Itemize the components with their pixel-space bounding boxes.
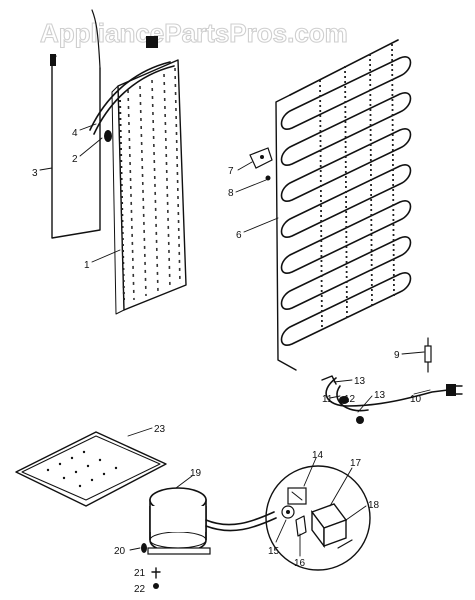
power-cord-part-10 xyxy=(325,377,463,412)
callout-13a: 13 xyxy=(354,376,366,387)
cover-part-16 xyxy=(295,515,307,537)
callout-12: 12 xyxy=(344,394,356,405)
clip-part-13 xyxy=(321,375,337,385)
callout-22: 22 xyxy=(134,584,146,595)
watermark-logo: AppliancePartsPros.com xyxy=(40,18,348,48)
callout-3: 3 xyxy=(32,168,38,179)
drain-tube-part-2 xyxy=(89,61,175,142)
nut-part-22 xyxy=(153,583,159,589)
drain-pan-part-23 xyxy=(15,431,167,507)
callout-9: 9 xyxy=(394,350,400,361)
bracket-part-18 xyxy=(337,539,353,549)
capacitor-part-17 xyxy=(310,503,348,549)
callout-labels: 1 2 3 4 7 8 6 9 10 13 11 12 13 14 17 18 … xyxy=(32,128,422,595)
leader-lines xyxy=(39,123,431,557)
relay-part-14 xyxy=(287,487,307,505)
callout-10: 10 xyxy=(410,394,422,405)
callout-17: 17 xyxy=(350,458,362,469)
grommet-part-12 xyxy=(339,396,349,404)
callout-23: 23 xyxy=(154,424,166,435)
stud-part-21 xyxy=(151,567,161,579)
callout-16: 16 xyxy=(294,558,306,569)
overload-part-15 xyxy=(281,505,295,519)
condenser-coil-part-6 xyxy=(275,39,412,371)
washer-part-11 xyxy=(356,416,364,424)
callout-8: 8 xyxy=(228,188,234,199)
callout-20: 20 xyxy=(114,546,126,557)
callout-19: 19 xyxy=(190,468,202,479)
callout-18: 18 xyxy=(368,500,380,511)
callout-15: 15 xyxy=(268,546,280,557)
grommet-part-20 xyxy=(141,543,147,553)
callout-6: 6 xyxy=(236,230,242,241)
electrical-components-inset xyxy=(265,465,371,571)
callout-4: 4 xyxy=(72,128,78,139)
callout-7: 7 xyxy=(228,166,234,177)
compressor-part-19 xyxy=(147,487,277,555)
bracket-part-7 xyxy=(249,147,273,169)
defrost-heater-part-3 xyxy=(50,9,101,239)
callout-21: 21 xyxy=(134,568,146,579)
callout-11: 11 xyxy=(322,394,333,405)
callout-14: 14 xyxy=(312,450,324,461)
callout-2: 2 xyxy=(72,154,78,165)
screw-part-8 xyxy=(265,175,271,181)
top-fitting-part xyxy=(146,36,158,48)
callout-1: 1 xyxy=(84,260,90,271)
drier-part-9 xyxy=(424,337,432,373)
evaporator-part-1 xyxy=(111,59,187,315)
callout-13b: 13 xyxy=(374,390,386,401)
